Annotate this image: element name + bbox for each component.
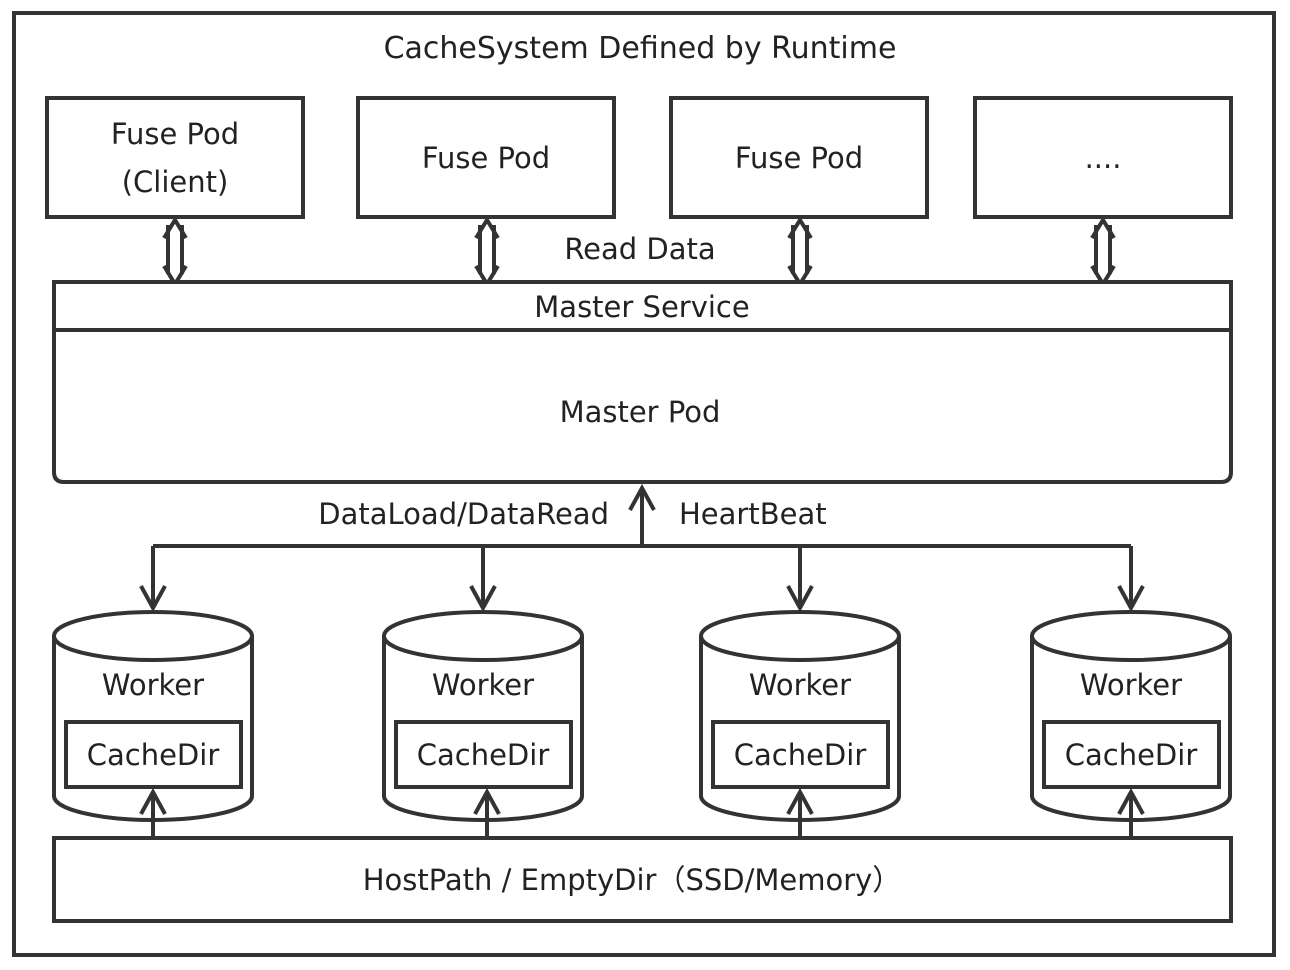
worker-2-label: Worker	[432, 668, 534, 702]
read-data-label: Read Data	[564, 232, 715, 266]
diagram-title: CacheSystem Defined by Runtime	[384, 31, 897, 66]
heartbeat-label: HeartBeat	[679, 497, 827, 531]
fuse-pod-3-label: Fuse Pod	[735, 141, 863, 175]
heartbeat-arrow	[628, 483, 656, 546]
master-pod-label: Master Pod	[560, 395, 721, 429]
worker-4-label: Worker	[1080, 668, 1182, 702]
worker-1-cachedir	[64, 720, 243, 789]
worker-4: Worker CacheDir	[1030, 610, 1232, 822]
fuse-pod-2: Fuse Pod	[356, 96, 616, 219]
fuse-pod-more: ....	[973, 96, 1233, 219]
storage-box	[52, 836, 1233, 923]
worker-bus	[139, 544, 1145, 613]
worker-3-label: Worker	[749, 668, 851, 702]
fuse-pod-1: Fuse Pod (Client)	[45, 96, 305, 219]
worker-3-cachedir-label: CacheDir	[734, 738, 867, 772]
worker-3-cachedir	[711, 720, 890, 789]
fuse-pod-3: Fuse Pod	[669, 96, 929, 219]
storage-arrows	[139, 787, 1145, 836]
fuse-pod-1-sublabel: (Client)	[122, 165, 229, 199]
worker-2-cachedir-label: CacheDir	[417, 738, 550, 772]
fuse-pod-more-label: ....	[1085, 141, 1122, 175]
worker-1-label: Worker	[102, 668, 204, 702]
worker-2-cachedir	[394, 720, 573, 789]
worker-1: Worker CacheDir	[52, 610, 254, 822]
worker-4-cachedir	[1042, 720, 1221, 789]
fuse-pod-1-label: Fuse Pod	[111, 117, 239, 151]
worker-2: Worker CacheDir	[382, 610, 584, 822]
worker-1-cachedir-label: CacheDir	[87, 738, 220, 772]
storage-label: HostPath / EmptyDir（SSD/Memory）	[363, 863, 902, 897]
dataload-label: DataLoad/DataRead	[318, 497, 609, 531]
master-service-label: Master Service	[534, 290, 749, 324]
fuse-pod-2-label: Fuse Pod	[422, 141, 550, 175]
worker-3: Worker CacheDir	[699, 610, 901, 822]
worker-4-cachedir-label: CacheDir	[1065, 738, 1198, 772]
